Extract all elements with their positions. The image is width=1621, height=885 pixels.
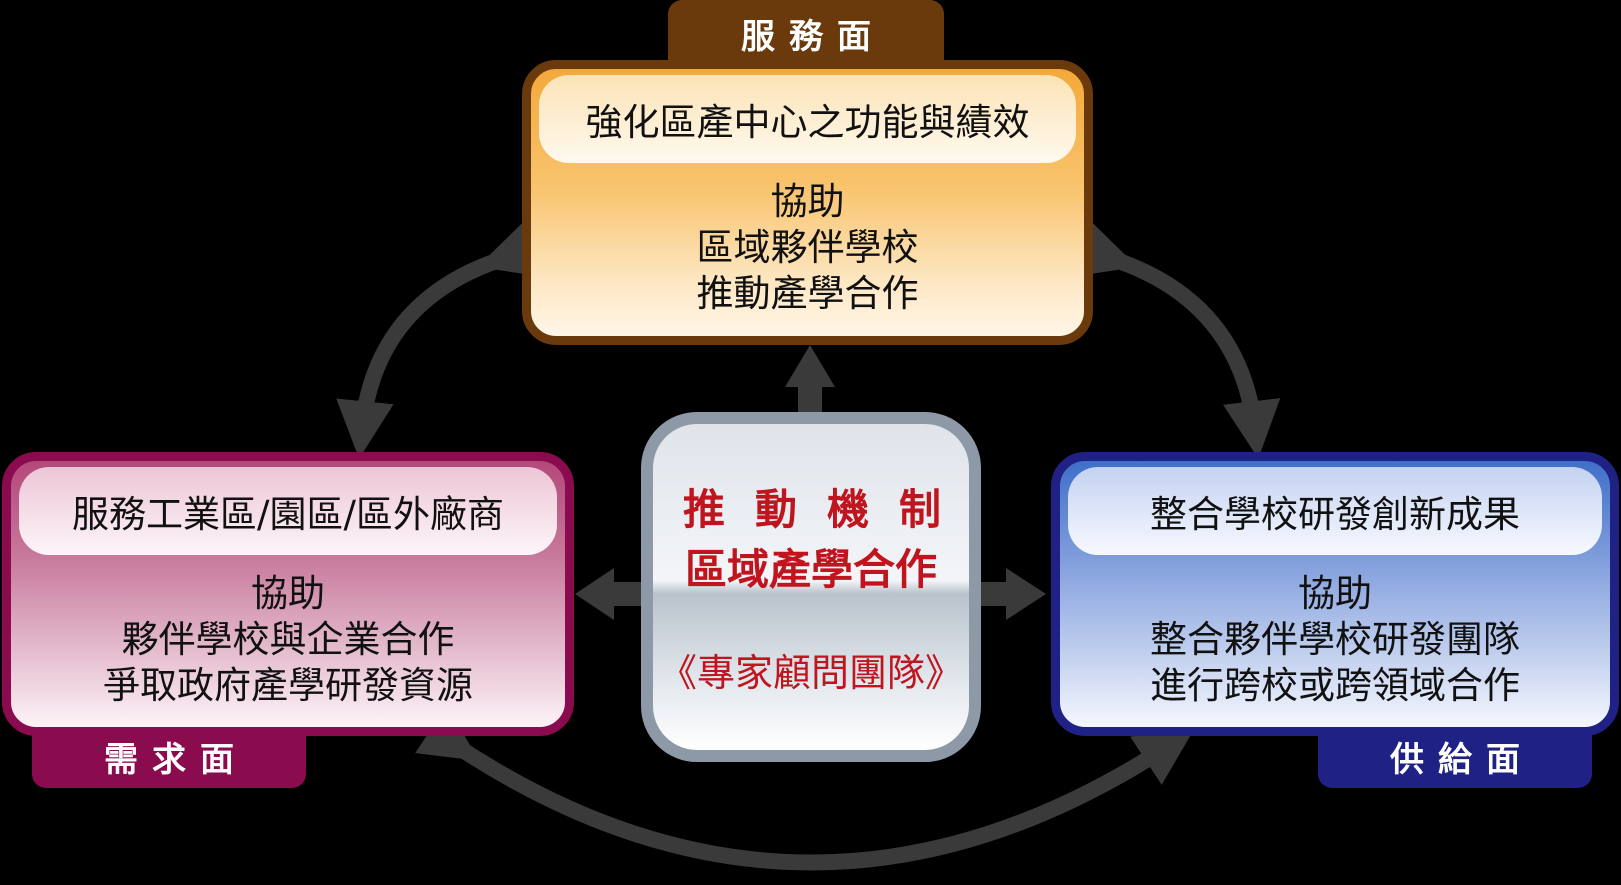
service-heading: 強化區產中心之功能與績效 bbox=[539, 75, 1076, 163]
expert-team-label: 《專家顧問團隊》 bbox=[658, 651, 963, 695]
demand-description: 協助 夥伴學校與企業合作 爭取政府產學研發資源 bbox=[11, 571, 565, 709]
demand-line: 協助 bbox=[251, 572, 325, 615]
demand-line: 爭取政府產學研發資源 bbox=[103, 664, 473, 707]
demand-box: 服務工業區/園區/區外廠商 協助 夥伴學校與企業合作 爭取政府產學研發資源 bbox=[2, 452, 574, 736]
supply-box: 整合學校研發創新成果 協助 整合夥伴學校研發團隊 進行跨校或跨領域合作 bbox=[1051, 452, 1619, 736]
supply-description: 協助 整合夥伴學校研發團隊 進行跨校或跨領域合作 bbox=[1060, 571, 1610, 709]
mechanism-subtitle: 區域產學合作 bbox=[684, 545, 937, 594]
demand-heading: 服務工業區/園區/區外廠商 bbox=[19, 467, 557, 555]
service-box: 強化區產中心之功能與績效 協助 區域夥伴學校 推動產學合作 bbox=[522, 60, 1093, 345]
arrow-top-left bbox=[336, 221, 542, 459]
service-line: 區域夥伴學校 bbox=[696, 226, 919, 269]
arrow-top-right bbox=[1073, 221, 1281, 459]
mechanism-title: 推動機制 bbox=[683, 485, 972, 534]
supply-line: 協助 bbox=[1298, 572, 1372, 615]
supply-line: 整合夥伴學校研發團隊 bbox=[1150, 618, 1520, 661]
service-line: 協助 bbox=[770, 180, 845, 223]
supply-heading: 整合學校研發創新成果 bbox=[1068, 467, 1602, 555]
mechanism-box: 推動機制 區域產學合作 《專家顧問團隊》 bbox=[641, 412, 981, 762]
demand-line: 夥伴學校與企業合作 bbox=[121, 618, 455, 661]
service-description: 協助 區域夥伴學校 推動產學合作 bbox=[531, 179, 1084, 317]
arrow-left-right-bottom bbox=[415, 705, 1195, 871]
supply-line: 進行跨校或跨領域合作 bbox=[1150, 664, 1520, 707]
service-line: 推動產學合作 bbox=[696, 272, 919, 315]
service-tab: 服務面 bbox=[668, 0, 944, 66]
